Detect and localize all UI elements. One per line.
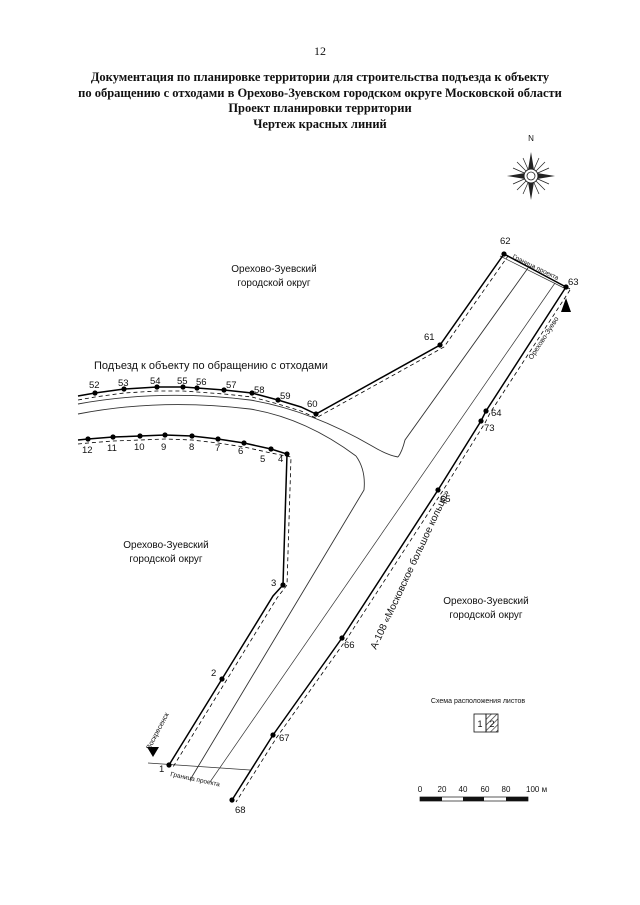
point-label: 4 [278,454,283,465]
point-label: 7 [215,443,220,454]
scale-tick-label: 40 [459,785,468,794]
sheet-2-box [485,713,499,733]
point-label: 9 [161,442,166,453]
red-line-top-left [77,253,567,415]
title-line-1: Документация по планировке территории дл… [90,70,550,84]
point-label: 62 [500,236,511,247]
sheet-1-label: 1 [477,719,482,729]
point-label: 56 [196,377,207,388]
scale-bar [419,796,529,802]
area-label-top-line1: Орехово-Зуевский [231,264,316,275]
point-label: 6 [238,446,243,457]
area-label-left-line1: Орехово-Зуевский [123,540,208,551]
scale-tick-label: 100 м [526,785,547,794]
point-label: 2 [211,668,216,679]
point-label: 61 [424,332,435,343]
area-label-top-line2: городской округ [237,278,311,289]
point-label: 10 [134,442,145,453]
boundary-points [85,251,569,803]
point-label: 58 [254,385,265,396]
point-label: 11 [107,443,117,454]
access-road-label: Подъезд к объекту по обращению с отходам… [94,360,328,372]
point-label: 12 [82,445,93,456]
point-label: 53 [118,378,129,389]
compass-north-label: N [528,134,534,143]
point-label: 65 [440,494,451,505]
point-label: 67 [279,733,290,744]
point-label: 54 [150,376,161,387]
title-line-4: Чертеж красных линий [253,116,387,131]
to-voskresensk-label: Воскресенск [146,711,172,751]
point-label: 60 [307,399,318,410]
scale-tick-label: 60 [481,785,490,794]
point-label: 52 [89,380,100,391]
area-label-right-line2: городской округ [449,610,523,621]
area-label-left-line2: городской округ [129,554,203,565]
point-label: 57 [226,380,237,391]
project-boundary-label-bottom: Граница проекта [170,771,221,788]
compass-rose-icon [507,152,555,200]
sheet-scheme-title: Схема расположения листов [431,698,525,705]
scale-tick-label: 0 [418,785,423,794]
point-label: 66 [344,640,355,651]
point-label: 59 [280,391,291,402]
point-label: 3 [271,578,276,589]
direction-arrow-voskresensk-icon [147,747,159,757]
point-label: 8 [189,442,194,453]
page-number: 12 [314,44,326,58]
scale-tick-label: 80 [502,785,511,794]
scale-tick-label: 20 [438,785,447,794]
area-label-right-line1: Орехово-Зуевский [443,596,528,607]
project-boundary-label-top: Граница проекта [511,254,560,283]
point-label: 68 [235,805,246,816]
sheet-2-label: 2 [489,719,494,729]
point-label: 1 [159,764,164,775]
road-lines [77,267,556,783]
point-label: 64 [491,408,502,419]
document-title: Документация по планировке территории дл… [40,70,600,132]
title-line-2: по обращению с отходами в Орехово-Зуевск… [78,85,562,100]
project-boundary-bottom [147,762,251,771]
point-label: 73 [484,423,495,434]
point-label: 5 [260,454,265,465]
project-boundary-top [499,255,567,290]
point-label: 63 [568,277,579,288]
highway-label: А-108 «Московское большое кольцо» [368,488,453,651]
point-label: 55 [177,376,188,387]
direction-arrow-orekhovo-icon [561,298,571,312]
title-line-3: Проект планировки территории [228,101,412,115]
red-line-bottom-left [77,434,288,766]
